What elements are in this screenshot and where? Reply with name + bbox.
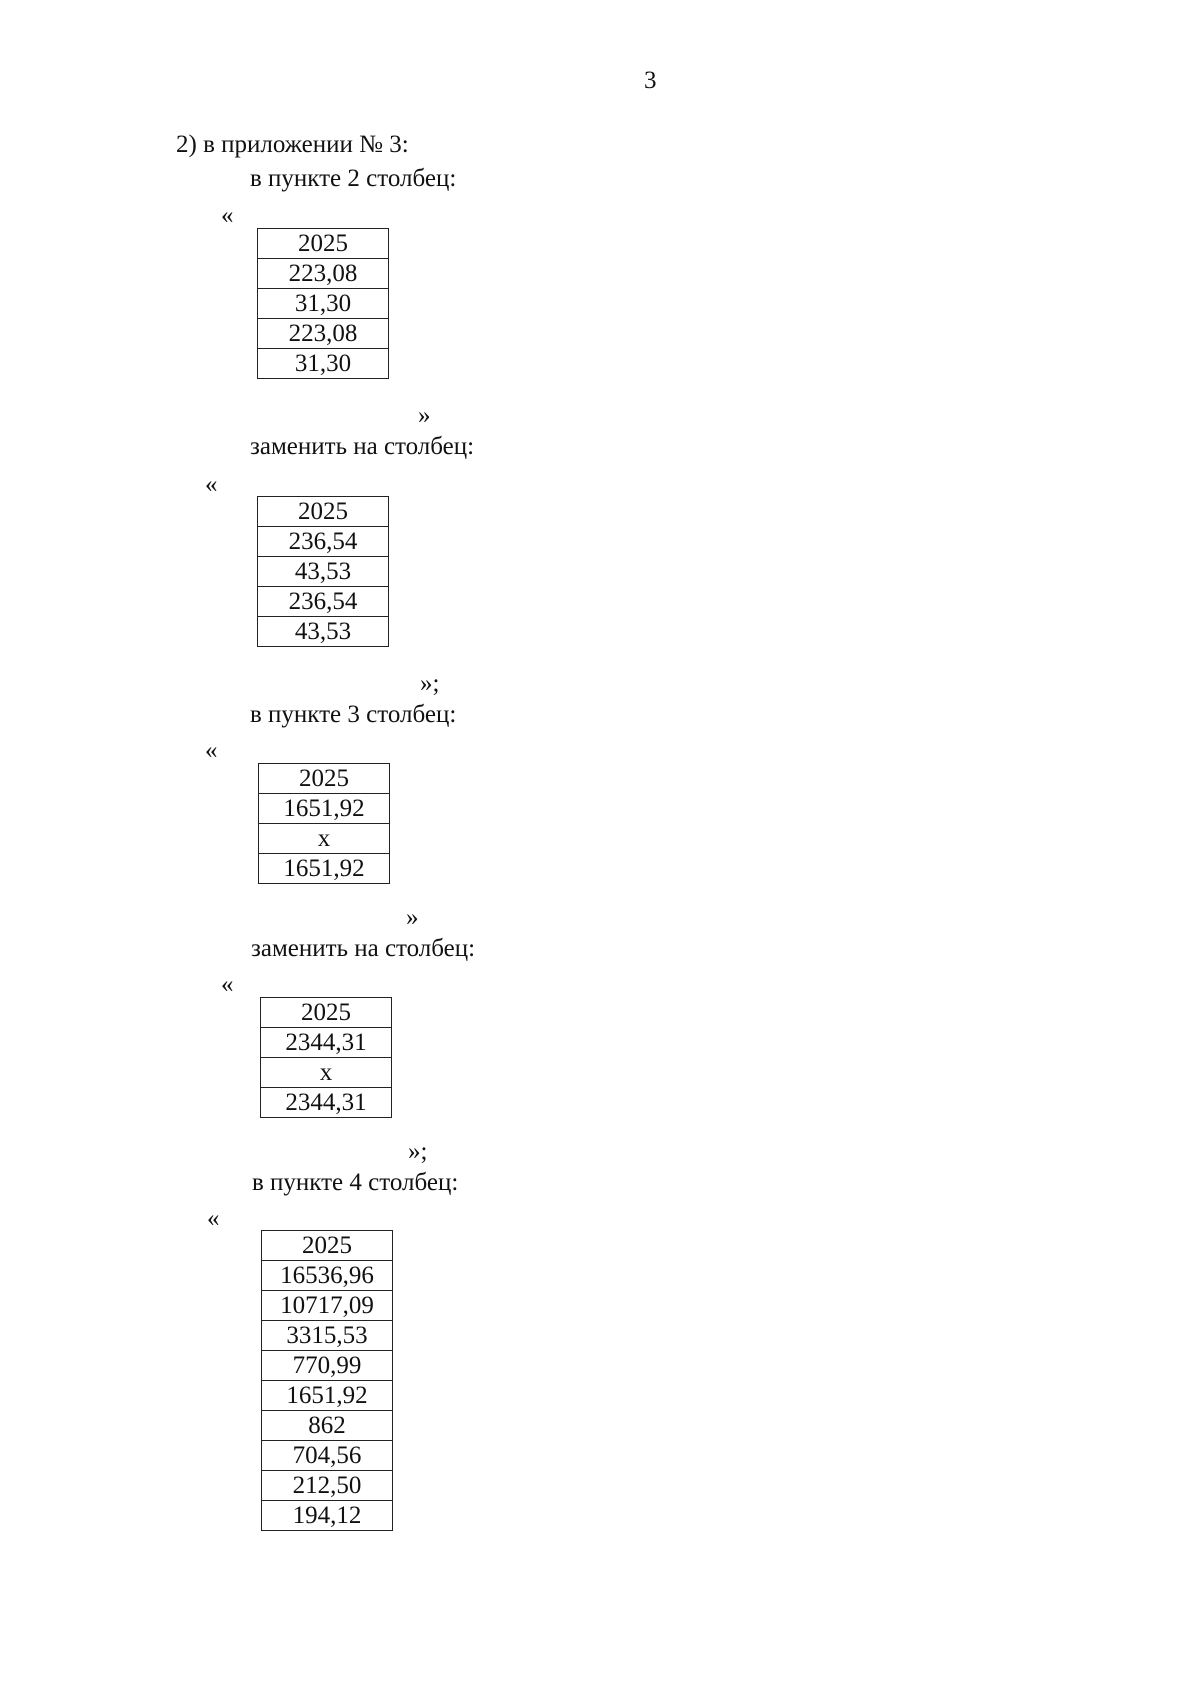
- table-cell: 43,53: [257, 616, 389, 647]
- paragraph-3-label: в пункте 3 столбец:: [250, 701, 457, 728]
- close-quote-semicolon: »;: [408, 1138, 428, 1165]
- table-cell: 2344,31: [260, 1027, 392, 1058]
- close-quote-semicolon: »;: [420, 670, 440, 697]
- table-cell: 1651,92: [261, 1380, 393, 1411]
- table-cell: 16536,96: [261, 1260, 393, 1291]
- table-cell: 2025: [257, 496, 389, 527]
- table-cell: 2025: [258, 763, 390, 794]
- table-cell: х: [258, 823, 390, 854]
- section-heading: 2) в приложении № 3:: [176, 131, 409, 158]
- open-quote: «: [221, 971, 234, 998]
- new-column-paragraph-3: 2025 2344,31 х 2344,31: [260, 997, 392, 1118]
- table-cell: х: [260, 1057, 392, 1088]
- table-cell: 236,54: [257, 526, 389, 557]
- table-cell: 1651,92: [258, 853, 390, 884]
- old-column-paragraph-2: 2025 223,08 31,30 223,08 31,30: [257, 228, 389, 379]
- table-cell: 2025: [261, 1230, 393, 1261]
- table-cell: 194,12: [261, 1500, 393, 1531]
- old-column-paragraph-3: 2025 1651,92 х 1651,92: [258, 763, 390, 884]
- table-cell: 31,30: [257, 348, 389, 379]
- table-cell: 223,08: [257, 318, 389, 349]
- open-quote: «: [205, 737, 218, 764]
- table-cell: 236,54: [257, 586, 389, 617]
- table-cell: 2025: [257, 228, 389, 259]
- page-number: 3: [644, 67, 657, 94]
- paragraph-4-label: в пункте 4 столбец:: [252, 1169, 459, 1196]
- table-cell: 2344,31: [260, 1087, 392, 1118]
- table-cell: 31,30: [257, 288, 389, 319]
- replace-label: заменить на столбец:: [250, 433, 475, 460]
- paragraph-2-label: в пункте 2 столбец:: [250, 165, 457, 192]
- table-cell: 770,99: [261, 1350, 393, 1381]
- close-quote: »: [406, 904, 419, 931]
- table-cell: 2025: [260, 997, 392, 1028]
- close-quote: »: [418, 402, 431, 429]
- table-cell: 3315,53: [261, 1320, 393, 1351]
- open-quote: «: [221, 202, 234, 229]
- table-cell: 212,50: [261, 1470, 393, 1501]
- old-column-paragraph-4: 2025 16536,96 10717,09 3315,53 770,99 16…: [261, 1230, 393, 1531]
- open-quote: «: [205, 471, 218, 498]
- open-quote: «: [207, 1205, 220, 1232]
- new-column-paragraph-2: 2025 236,54 43,53 236,54 43,53: [257, 496, 389, 647]
- table-cell: 223,08: [257, 258, 389, 289]
- table-cell: 43,53: [257, 556, 389, 587]
- table-cell: 704,56: [261, 1440, 393, 1471]
- replace-label: заменить на столбец:: [251, 935, 476, 962]
- table-cell: 862: [261, 1410, 393, 1441]
- table-cell: 10717,09: [261, 1290, 393, 1321]
- table-cell: 1651,92: [258, 793, 390, 824]
